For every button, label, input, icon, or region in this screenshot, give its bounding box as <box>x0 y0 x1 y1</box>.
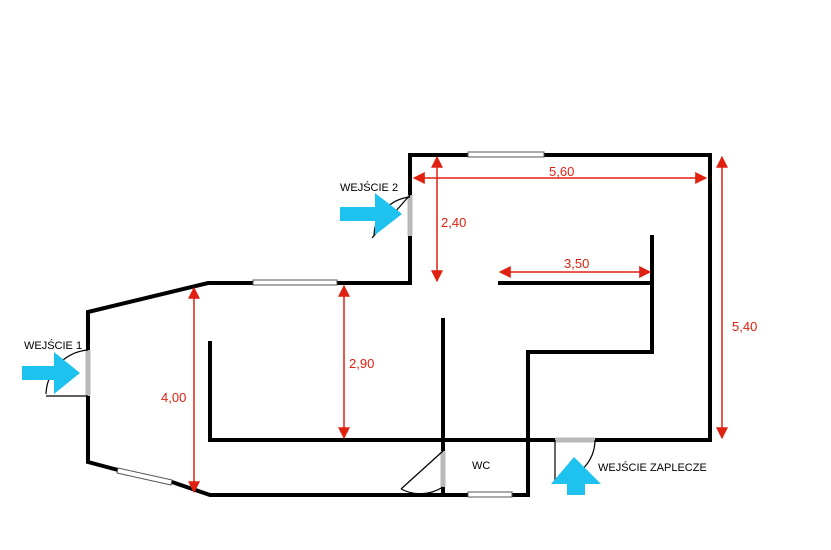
dim-upper-height: 2,40 <box>441 215 466 230</box>
label-back-entrance: WEJŚCIE ZAPLECZE <box>598 461 707 474</box>
label-wc: WC <box>472 460 490 472</box>
window-top <box>467 151 545 158</box>
door-wc-swing <box>400 450 444 495</box>
entrance-back-arrow-icon <box>551 457 601 495</box>
inner-walls <box>208 281 654 497</box>
window-bottom <box>467 491 513 498</box>
entrance-1-arrow-icon <box>22 352 80 394</box>
dim-top-width: 5,60 <box>549 164 574 179</box>
entrance-arrows <box>22 193 601 495</box>
dim-right-height: 5,40 <box>732 319 757 334</box>
label-entrance-1: WEJŚCIE 1 <box>24 339 82 352</box>
windows <box>116 151 545 498</box>
dimension-lines <box>188 155 728 494</box>
label-entrance-2: WEJŚCIE 2 <box>340 181 398 194</box>
outer-walls <box>86 153 712 497</box>
entrance-2-arrow-icon <box>340 193 402 235</box>
dim-inner-wall: 3,50 <box>564 256 589 271</box>
window-lower-left <box>116 467 173 486</box>
dim-left-height: 4,00 <box>161 390 186 405</box>
doors <box>45 194 596 495</box>
dimension-texts: 5,60 2,40 3,50 5,40 2,90 4,00 <box>161 164 757 405</box>
dim-middle-height: 2,90 <box>349 356 374 371</box>
window-upper-left <box>252 279 338 286</box>
labels: WEJŚCIE 2 WEJŚCIE 1 WEJŚCIE ZAPLECZE WC <box>24 181 707 474</box>
